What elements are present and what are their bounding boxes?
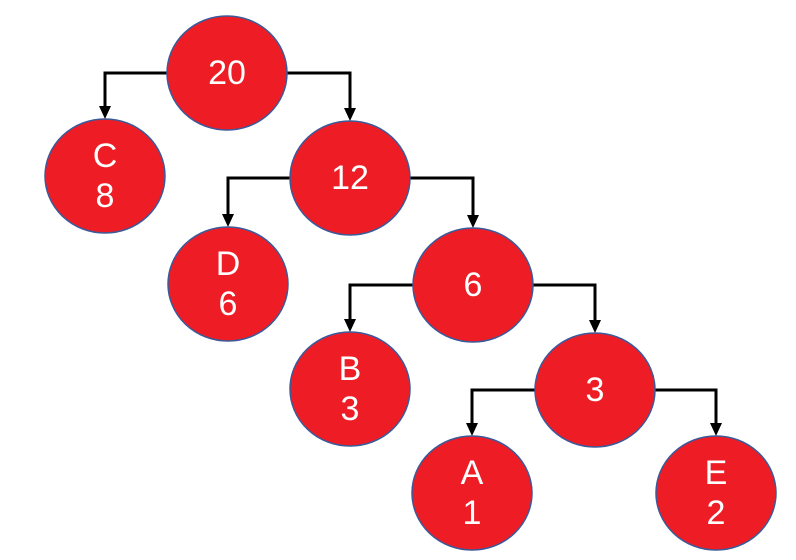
arrowhead (466, 423, 478, 436)
node-weight-label: 3 (341, 390, 360, 428)
edge-line (470, 388, 537, 425)
edge-line (285, 71, 352, 110)
node-weight-label: 6 (219, 285, 238, 323)
arrowhead (589, 320, 601, 333)
edges-layer (99, 71, 722, 436)
edge-line (653, 388, 718, 425)
edge-n12-to-nD (222, 176, 292, 227)
edge-line (103, 71, 169, 108)
arrowhead (222, 214, 234, 227)
edge-n3-to-nE (653, 388, 722, 436)
node-weight-label: 1 (463, 494, 482, 532)
arrowhead (467, 215, 479, 228)
node-ellipse (167, 226, 289, 342)
edge-line (531, 283, 597, 322)
tree-node-nD: D6 (167, 226, 289, 342)
node-ellipse (289, 331, 411, 447)
node-weight-label: 12 (331, 159, 369, 197)
node-weight-label: 2 (707, 494, 726, 532)
arrowhead (99, 106, 111, 119)
node-ellipse (166, 15, 288, 131)
edge-line (348, 283, 415, 321)
arrowhead (344, 319, 356, 332)
tree-node-nA: A1 (411, 435, 533, 551)
node-symbol-label: A (461, 454, 484, 492)
node-ellipse (412, 227, 534, 343)
node-symbol-label: D (216, 245, 241, 283)
arrowhead (344, 108, 356, 121)
node-ellipse (655, 435, 777, 551)
edge-n6-to-nB (344, 283, 415, 332)
edge-n12-to-n6 (408, 176, 479, 228)
arrowhead (710, 423, 722, 436)
node-weight-label: 3 (586, 371, 605, 409)
edge-line (408, 176, 475, 217)
edge-n20-to-n12 (285, 71, 356, 121)
edge-n6-to-n3 (531, 283, 601, 333)
node-weight-label: 6 (464, 266, 483, 304)
node-ellipse (289, 120, 411, 236)
tree-node-nC: C8 (44, 118, 166, 234)
tree-node-nE: E2 (655, 435, 777, 551)
node-symbol-label: B (339, 350, 362, 388)
tree-node-n20: 20 (166, 15, 288, 131)
node-symbol-label: E (705, 454, 728, 492)
edge-n20-to-nC (99, 71, 169, 119)
node-ellipse (411, 435, 533, 551)
node-weight-label: 8 (96, 177, 115, 215)
node-ellipse (44, 118, 166, 234)
tree-node-n12: 12 (289, 120, 411, 236)
node-ellipse (534, 332, 656, 448)
tree-node-n3: 3 (534, 332, 656, 448)
tree-node-n6: 6 (412, 227, 534, 343)
node-symbol-label: C (93, 137, 118, 175)
edge-n3-to-nA (466, 388, 537, 436)
edge-line (226, 176, 292, 216)
node-weight-label: 20 (208, 54, 246, 92)
tree-node-nB: B3 (289, 331, 411, 447)
